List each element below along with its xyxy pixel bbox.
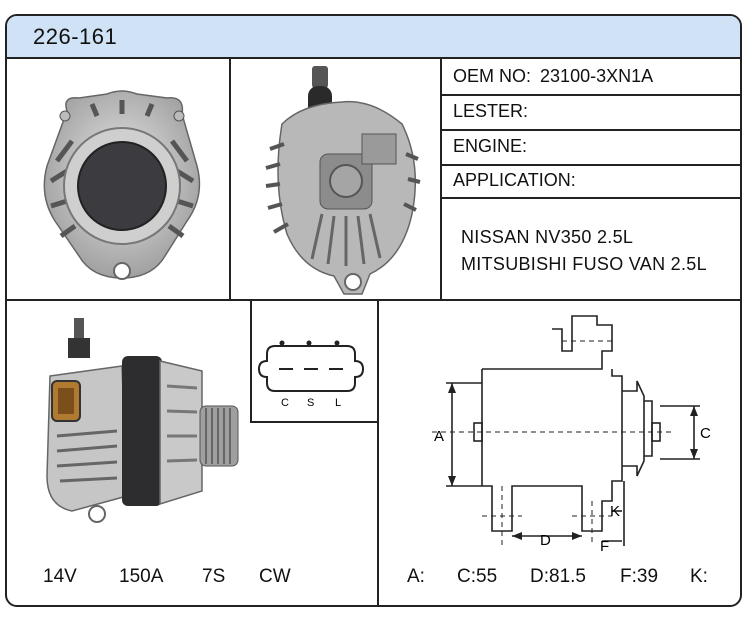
dim-f: F:39 [620,566,659,587]
alternator-front-photo [43,90,201,280]
dim-k: K: [690,566,708,587]
spec-amperage: 150A [119,566,164,587]
application-label: APPLICATION: [453,170,576,190]
dimension-drawing: A C D F K [432,315,711,551]
spec-pulley: 7S [202,566,226,587]
label-d: D [540,532,551,549]
engine-label: ENGINE: [453,136,528,156]
dim-d: D:81.5 [530,566,586,587]
title-bar: 226-161 [7,16,740,59]
divider-info-row4 [440,197,740,199]
divider-info-row1 [440,94,740,96]
oem-row: OEM NO: 23100-3XN1A [453,66,653,87]
spec-voltage: 14V [43,566,77,587]
divider-bottom-v1 [250,299,252,423]
oem-value: 23100-3XN1A [540,66,654,86]
alternator-rear-photo [265,66,421,295]
divider-top-v1 [229,59,231,301]
label-f: F [600,538,609,551]
datasheet: 226-161 OEM NO: 23100-3XN1A LESTER: ENGI… [5,14,742,607]
divider-connector-h [250,421,379,423]
application-line-2: MITSUBISHI FUSO VAN 2.5L [461,254,707,274]
divider-info-row3 [440,164,740,166]
application-line-1: NISSAN NV350 2.5L [461,227,634,247]
label-c: C [700,425,711,442]
pin-label-c: C [281,397,289,409]
pin-label-l: L [335,397,341,409]
lester-label: LESTER: [453,101,529,121]
dim-c: C:55 [457,566,498,587]
divider-top-v2 [440,59,442,301]
connector-plug-diagram: C S L [257,340,365,409]
spec-rotation: CW [259,566,291,587]
divider-bottom-v2 [377,299,379,605]
divider-middle-h [7,299,740,301]
divider-info-row2 [440,129,740,131]
dim-a: A: [407,566,425,587]
label-a: A [434,428,444,445]
label-k: K [610,503,620,520]
oem-label: OEM NO: [453,66,532,86]
pin-label-s: S [307,397,314,409]
alternator-side-photo [46,318,239,523]
part-number-title: 226-161 [33,24,118,49]
